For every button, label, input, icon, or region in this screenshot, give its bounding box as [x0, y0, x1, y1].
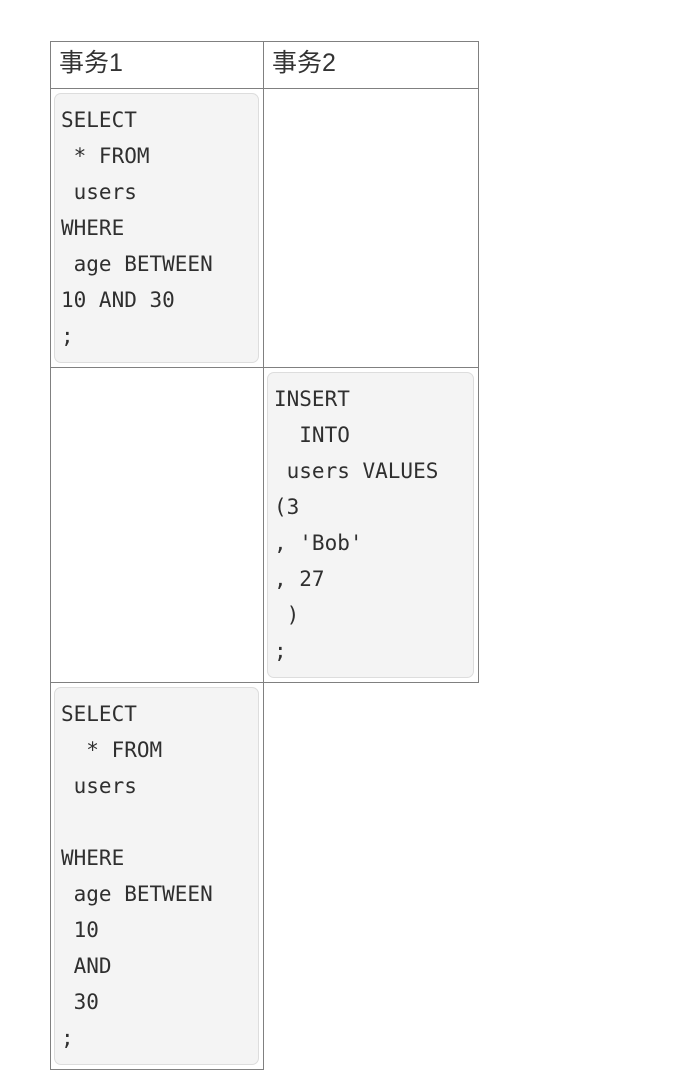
cell-tx1-row2 [50, 367, 264, 683]
table-header-row: 事务1 事务2 [50, 41, 479, 89]
column-header-label-transaction-2: 事务2 [272, 49, 336, 77]
column-header-transaction-2: 事务2 [263, 41, 479, 89]
cell-tx2-row1 [263, 88, 479, 368]
table-header: 事务1 事务2 [50, 41, 479, 89]
sql-code-block-select-2: SELECT * FROM users WHERE age BETWEEN 10… [54, 687, 259, 1065]
table-row: SELECT * FROM users WHERE age BETWEEN 10… [50, 682, 479, 1070]
column-header-label-transaction-1: 事务1 [59, 49, 123, 77]
empty-cell-placeholder [267, 687, 476, 747]
cell-tx1-row3: SELECT * FROM users WHERE age BETWEEN 10… [50, 682, 264, 1070]
cell-tx1-row1: SELECT * FROM users WHERE age BETWEEN 10… [50, 88, 264, 368]
column-header-transaction-1: 事务1 [50, 41, 264, 89]
table-row: INSERT INTO users VALUES (3 , 'Bob' , 27… [50, 367, 479, 683]
table-row: SELECT * FROM users WHERE age BETWEEN 10… [50, 88, 479, 368]
sql-code-block-insert: INSERT INTO users VALUES (3 , 'Bob' , 27… [267, 372, 474, 678]
empty-cell-placeholder [54, 372, 260, 432]
cell-tx2-row3 [263, 682, 479, 1070]
empty-cell-placeholder [267, 93, 475, 153]
cell-tx2-row2: INSERT INTO users VALUES (3 , 'Bob' , 27… [263, 367, 479, 683]
sql-code-block-select-1: SELECT * FROM users WHERE age BETWEEN 10… [54, 93, 259, 363]
transaction-comparison-table: 事务1 事务2 SELECT * FROM users WHERE age BE… [50, 41, 479, 1070]
table-body: SELECT * FROM users WHERE age BETWEEN 10… [50, 88, 479, 1070]
